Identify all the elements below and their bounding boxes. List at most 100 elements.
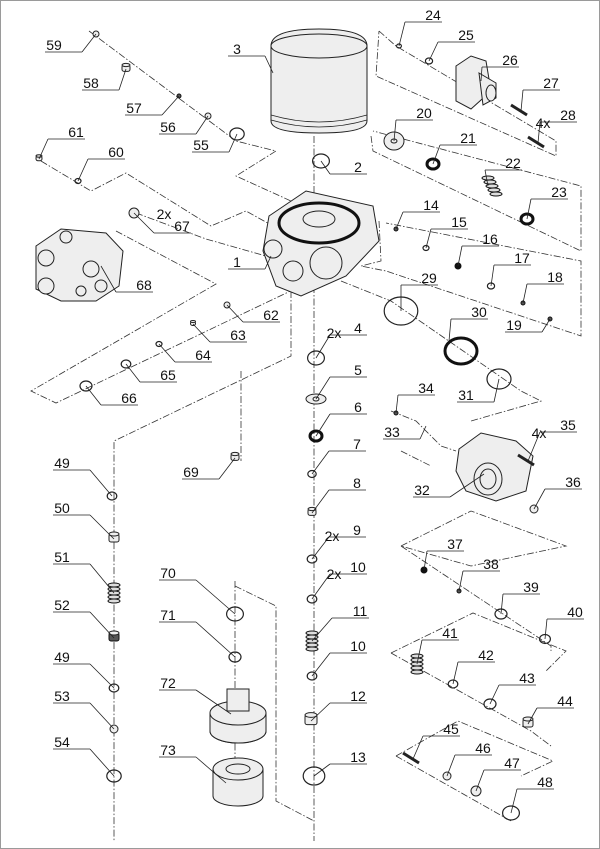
part-40 — [538, 633, 551, 645]
leader-line — [226, 304, 244, 323]
callout-34: 34 — [395, 380, 435, 414]
part-61 — [35, 154, 43, 162]
leader-line — [158, 343, 176, 363]
callout-1: 1 — [228, 254, 272, 270]
leader-line — [537, 121, 541, 144]
callout-32: 32 — [413, 473, 485, 498]
leader-line — [432, 144, 441, 165]
part-number-label: 23 — [551, 184, 567, 200]
part-35 — [517, 453, 535, 467]
leader-line — [526, 198, 532, 220]
part-number-label: 39 — [523, 579, 539, 595]
leader-line — [264, 55, 274, 74]
part-60 — [74, 177, 82, 185]
leader-line — [315, 376, 331, 400]
part-10 — [306, 594, 318, 604]
part-number-label: 54 — [54, 734, 70, 750]
callout-37: 37 — [423, 536, 464, 571]
part-66 — [79, 380, 93, 392]
part-number-label: 12 — [350, 688, 366, 704]
leader-line — [195, 579, 236, 615]
callout-43: 43 — [489, 670, 536, 705]
leader-line — [89, 702, 115, 730]
part-number-label: 52 — [54, 597, 70, 613]
part-number-label: 1 — [233, 254, 241, 270]
part-number-label: 17 — [514, 250, 530, 266]
leader-line — [81, 33, 97, 53]
part-number-label: 41 — [442, 625, 458, 641]
leader-line — [493, 378, 500, 403]
part-10 — [306, 671, 318, 681]
callout-64: 64 — [158, 343, 212, 363]
part-64 — [155, 340, 163, 348]
callout-20: 20 — [393, 105, 433, 142]
part-2 — [312, 153, 331, 169]
leader-line — [133, 212, 155, 234]
leader-line — [125, 363, 141, 383]
callout-63: 63 — [192, 323, 247, 343]
leader-line — [77, 158, 89, 182]
callout-49: 49 — [53, 455, 113, 497]
part-6 — [308, 429, 324, 443]
callout-58: 58 — [82, 68, 127, 91]
part-number-label: 72 — [160, 675, 176, 691]
leader-line — [228, 133, 238, 153]
part-52 — [108, 630, 120, 642]
callout-55: 55 — [192, 133, 238, 153]
part-number-label: 38 — [483, 556, 499, 572]
part-number-label: 28 — [560, 107, 576, 123]
quantity-label: 2x — [327, 325, 342, 341]
silencer — [212, 757, 264, 807]
part-number-label: 59 — [46, 37, 62, 53]
callout-23: 23 — [526, 184, 568, 220]
part-number-label: 65 — [160, 367, 176, 383]
callout-31: 31 — [457, 378, 500, 403]
callout-9: 92x — [311, 522, 366, 560]
callout-54: 54 — [53, 734, 115, 777]
callout-11: 11 — [311, 603, 369, 642]
callout-25: 25 — [428, 27, 475, 62]
callout-8: 8 — [311, 475, 366, 514]
part-number-label: 56 — [160, 119, 176, 135]
leader-line — [118, 68, 127, 91]
part-number-label: 48 — [537, 774, 553, 790]
part-number-label: 66 — [121, 390, 137, 406]
part-number-label: 43 — [519, 670, 535, 686]
part-65 — [120, 359, 132, 369]
part-23 — [519, 212, 535, 226]
part-number-label: 30 — [471, 304, 487, 320]
part-49 — [106, 491, 118, 501]
part-24 — [396, 43, 403, 49]
leader-line — [428, 41, 439, 62]
part-number-label: 9 — [353, 522, 361, 538]
heater-cap — [209, 688, 267, 744]
leader-line — [315, 413, 331, 437]
part-number-label: 58 — [83, 75, 99, 91]
part-number-label: 55 — [193, 137, 209, 153]
callout-19: 19 — [505, 317, 551, 333]
leader-line — [100, 265, 117, 293]
callout-38: 38 — [458, 556, 500, 592]
leader-line — [89, 748, 115, 777]
callout-18: 18 — [522, 269, 564, 304]
leader-line — [89, 514, 115, 540]
part-number-label: 11 — [353, 603, 368, 619]
cover-flange — [455, 55, 497, 110]
part-number-label: 49 — [54, 455, 70, 471]
part-55 — [229, 127, 245, 141]
part-number-label: 16 — [482, 231, 498, 247]
part-number-label: 4 — [354, 320, 362, 336]
part-number-label: 51 — [54, 549, 70, 565]
callout-5: 5 — [315, 362, 367, 400]
leader-line — [218, 457, 236, 480]
part-42 — [447, 679, 459, 689]
part-number-label: 31 — [458, 387, 474, 403]
part-number-label: 29 — [421, 270, 437, 286]
callout-50: 50 — [53, 500, 115, 540]
part-number-label: 50 — [54, 500, 70, 516]
callout-49: 49 — [53, 649, 115, 689]
part-number-label: 20 — [416, 105, 432, 121]
part-number-label: 69 — [183, 464, 199, 480]
